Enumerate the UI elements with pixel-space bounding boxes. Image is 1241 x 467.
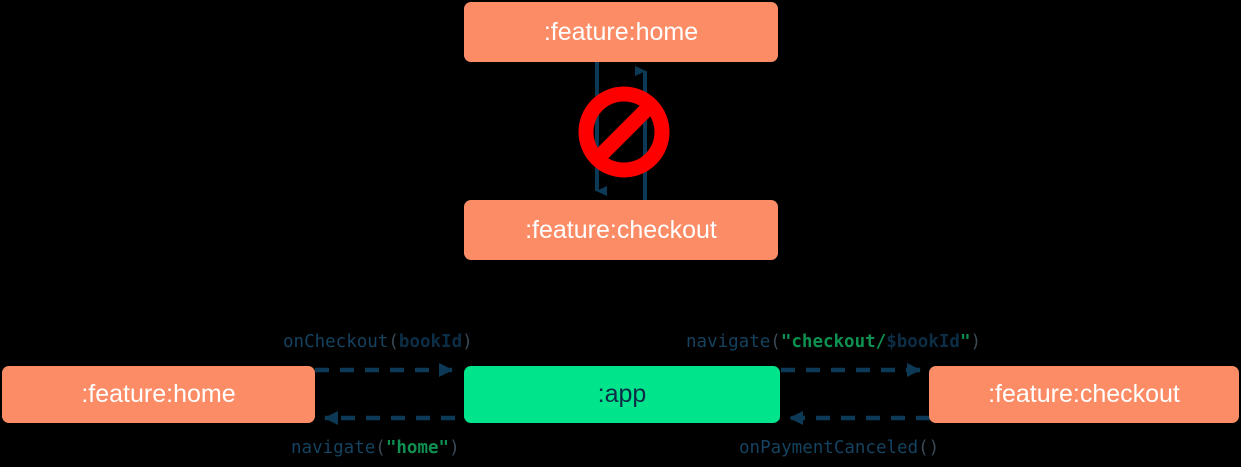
label-token-str: ": [959, 332, 971, 352]
label-token-fn: navigate: [291, 438, 376, 458]
label-token-paren: ): [449, 438, 460, 458]
label-token-paren: (): [918, 438, 940, 458]
label-token-interp: $bookId: [886, 332, 960, 352]
node-feature-checkout-bottom[interactable]: :feature:checkout: [929, 366, 1239, 423]
node-label: :feature:checkout: [988, 380, 1180, 408]
label-token-fn: navigate: [686, 332, 771, 352]
node-label: :feature:home: [543, 17, 699, 46]
label-token-paren: (: [770, 332, 781, 352]
label-token-paren: (: [388, 332, 399, 352]
edge-label-navigate-checkout: navigate("checkout/$bookId"): [686, 332, 981, 352]
label-token-fn: onCheckout: [283, 332, 389, 352]
label-token-str: "checkout/: [780, 332, 887, 352]
node-label: :feature:home: [81, 380, 236, 408]
node-feature-home-bottom[interactable]: :feature:home: [2, 366, 315, 423]
label-token-fn: onPaymentCanceled: [739, 438, 919, 458]
no-entry-sign-icon: [578, 86, 670, 178]
node-label: :app: [597, 380, 647, 408]
edge-label-on-checkout: onCheckout(bookId): [283, 332, 473, 352]
label-token-str: "home": [385, 438, 450, 458]
edge-label-navigate-home: navigate("home"): [291, 438, 460, 458]
node-label: :feature:checkout: [525, 215, 717, 244]
edge-label-on-payment-canceled: onPaymentCanceled(): [739, 438, 939, 458]
node-app[interactable]: :app: [464, 366, 780, 423]
label-token-paren: ): [462, 332, 473, 352]
label-token-paren: (: [375, 438, 386, 458]
label-token-ident: bookId: [398, 332, 463, 352]
node-feature-checkout-top[interactable]: :feature:checkout: [464, 200, 778, 260]
label-token-paren: ): [970, 332, 982, 352]
node-feature-home-top[interactable]: :feature:home: [464, 2, 778, 62]
